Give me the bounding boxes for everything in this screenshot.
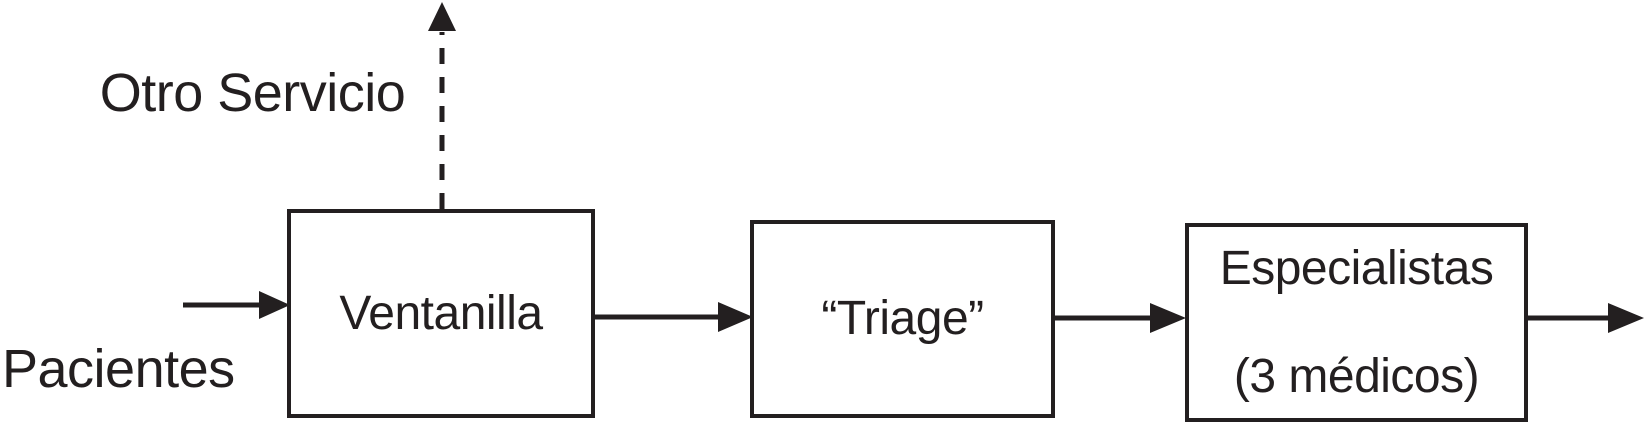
node-triage: “Triage” [750, 220, 1055, 418]
arrowhead-right-icon [1150, 303, 1186, 333]
arrow-ventanilla-to-otro-servicio [428, 2, 456, 209]
node-ventanilla: Ventanilla [287, 209, 595, 418]
patients-label: Pacientes [2, 339, 235, 399]
node-especialistas: Especialistas (3 médicos) [1185, 223, 1528, 422]
arrowhead-right-icon [259, 291, 290, 319]
arrow-pacientes-to-ventanilla [183, 291, 290, 319]
node-triage-label: “Triage” [821, 292, 984, 345]
node-especialistas-label-line1: Especialistas [1219, 241, 1494, 295]
arrow-especialistas-exit [1526, 303, 1644, 333]
node-especialistas-label-line2: (3 médicos) [1233, 349, 1480, 403]
arrowhead-right-icon [718, 302, 753, 332]
arrowhead-right-icon [1608, 303, 1644, 333]
other-service-label: Otro Servicio [99, 63, 406, 123]
arrow-triage-to-especialistas [1053, 303, 1186, 333]
arrowhead-up-icon [428, 2, 456, 31]
node-ventanilla-label: Ventanilla [339, 286, 543, 340]
arrow-ventanilla-to-triage [595, 302, 753, 332]
